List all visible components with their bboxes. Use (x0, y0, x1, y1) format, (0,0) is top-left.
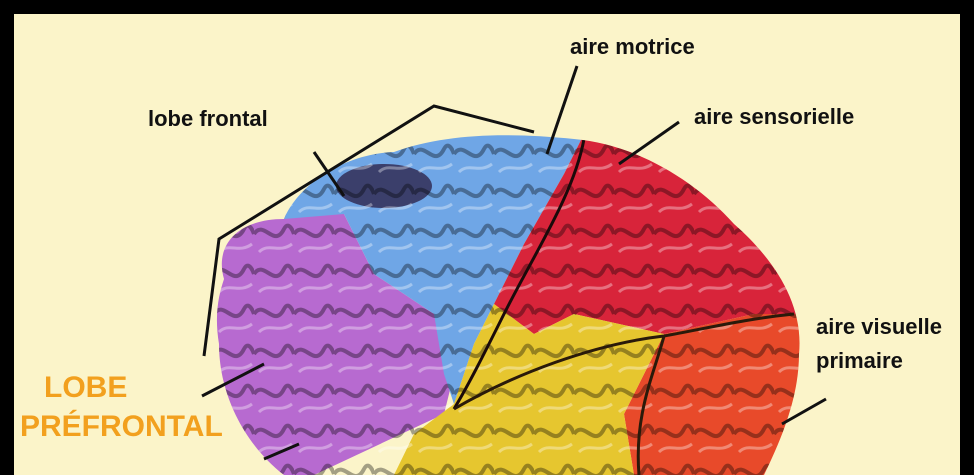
brain-diagram: lobe frontal aire motrice aire sensoriel… (14, 14, 960, 475)
label-lobe-frontal: lobe frontal (148, 106, 268, 131)
diagram-canvas: lobe frontal aire motrice aire sensoriel… (14, 14, 960, 475)
label-lobe-prefrontal-line2: PRÉFRONTAL (20, 409, 223, 443)
label-aire-visuelle-line1: aire visuelle (816, 314, 942, 339)
label-aire-sensorielle: aire sensorielle (694, 104, 854, 129)
label-aire-visuelle-line2: primaire (816, 348, 903, 373)
label-aire-motrice: aire motrice (570, 34, 695, 59)
label-lobe-prefrontal-line1: LOBE (44, 371, 127, 404)
